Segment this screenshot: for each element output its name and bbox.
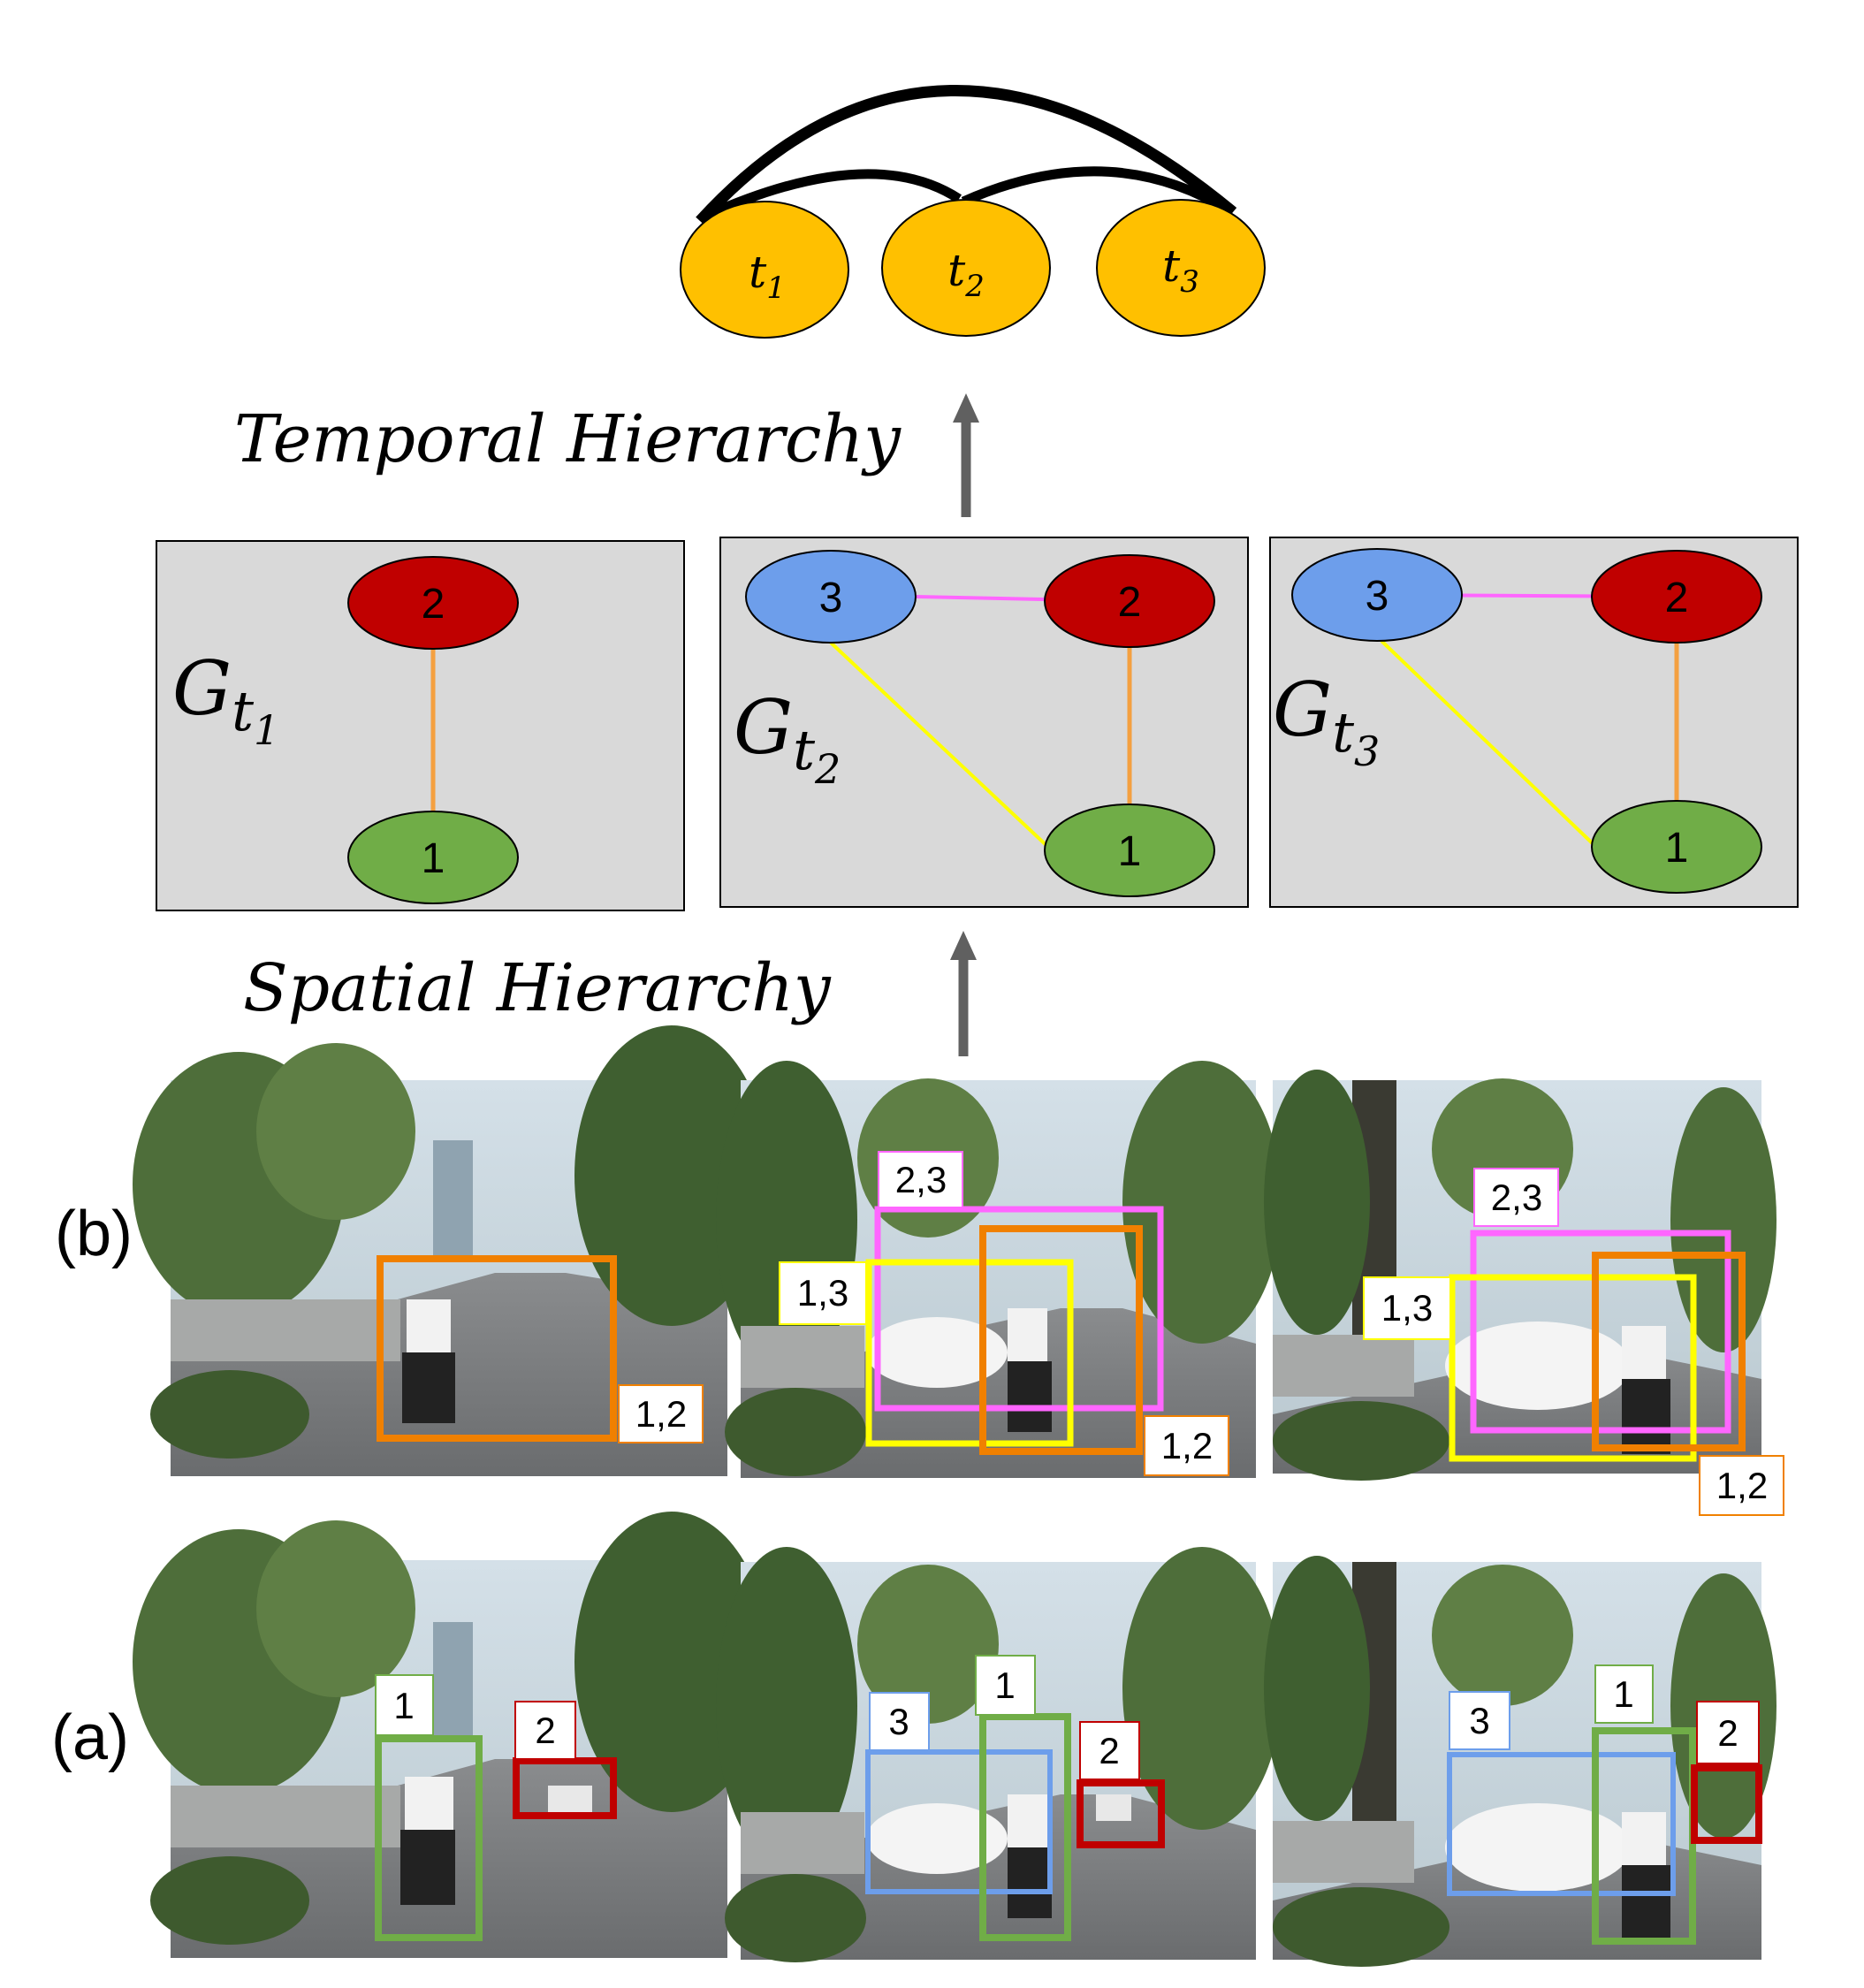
box-2 [1077, 1779, 1165, 1848]
temporal-arc-t1-t2 [702, 169, 962, 222]
frame-a1: 1 2 [133, 1512, 769, 1958]
frame-a2: 3 1 2 [716, 1547, 1282, 1962]
graph-label: Gt2 [734, 684, 841, 793]
svg-text:3: 3 [1469, 1700, 1489, 1741]
box-1 [979, 1713, 1071, 1941]
svg-text:3: 3 [888, 1701, 909, 1742]
graph-node-1: 1 [1591, 800, 1762, 894]
box-2 [1691, 1764, 1762, 1844]
box-1-3 [1449, 1274, 1697, 1462]
tag-1-2: 1,2 [1699, 1455, 1784, 1516]
frame-b3: 2,3 1,3 1,2 [1264, 1070, 1784, 1516]
temporal-node-t1: t1 [680, 201, 849, 339]
tag-1-2: 1,2 [1144, 1415, 1229, 1476]
graph-node-1: 1 [1044, 804, 1215, 897]
graph-node-2: 2 [347, 556, 519, 650]
frame-a3: 3 1 2 [1264, 1556, 1777, 1967]
svg-text:1: 1 [422, 835, 445, 882]
tag-2-3: 2,3 [878, 1151, 963, 1208]
frame-b1: 1,2 [133, 1025, 769, 1476]
temporal-arc-t1-t3 [696, 85, 1237, 225]
temporal-hierarchy-label: Temporal Hierarchy [234, 401, 902, 477]
svg-text:2,3: 2,3 [1491, 1177, 1542, 1218]
temporal-arc-t2-t3 [961, 166, 1231, 215]
row-label-a: (a) [51, 1702, 129, 1773]
svg-text:2,3: 2,3 [895, 1159, 947, 1200]
graph-label: Gt3 [1273, 666, 1380, 775]
box-2-3 [874, 1206, 1164, 1412]
street-photo [133, 1512, 769, 1958]
tag-3: 3 [869, 1692, 930, 1751]
svg-text:2: 2 [1099, 1730, 1119, 1771]
svg-text:1,2: 1,2 [1161, 1425, 1213, 1466]
svg-text:3: 3 [819, 575, 843, 621]
tag-1-3: 1,3 [1363, 1276, 1451, 1340]
svg-text:3: 3 [1366, 573, 1389, 620]
graph-node-2: 2 [1044, 554, 1215, 648]
graph-panel-t3: 3 2 1 Gt3 [1269, 537, 1799, 908]
svg-text:2: 2 [422, 581, 445, 628]
tag-2: 2 [514, 1701, 576, 1760]
spatial-hierarchy-label: Spatial Hierarchy [243, 950, 832, 1026]
svg-text:t2: t2 [947, 245, 985, 304]
tag-2: 2 [1079, 1721, 1140, 1780]
box-1-2 [1592, 1252, 1746, 1451]
graph-label: Gt1 [172, 645, 279, 754]
tag-3: 3 [1449, 1691, 1510, 1750]
svg-text:2: 2 [1118, 579, 1142, 626]
box-3 [865, 1749, 1053, 1894]
row-label-b: (b) [55, 1199, 133, 1269]
tag-1: 1 [375, 1674, 434, 1736]
spatial-arrow [950, 931, 977, 1056]
temporal-arrow [953, 393, 979, 517]
graph-panel-t1: 2 1 Gt1 [156, 540, 685, 911]
tag-1-3: 1,3 [779, 1261, 867, 1325]
graph-panel-t2: 3 2 1 Gt2 [719, 537, 1249, 908]
graph-node-1: 1 [347, 811, 519, 904]
box-2-3 [1470, 1230, 1731, 1434]
tag-1: 1 [1594, 1664, 1654, 1724]
svg-text:1,2: 1,2 [1716, 1465, 1768, 1506]
box-1-2 [377, 1255, 617, 1442]
box-1-2 [979, 1225, 1143, 1455]
svg-text:1: 1 [994, 1664, 1015, 1706]
svg-text:1,3: 1,3 [1381, 1287, 1433, 1329]
tag-2: 2 [1696, 1701, 1760, 1764]
temporal-node-t2: t2 [881, 199, 1051, 337]
svg-text:2: 2 [535, 1710, 555, 1751]
svg-text:1: 1 [1118, 828, 1142, 875]
box-1 [375, 1735, 483, 1941]
graph-node-2: 2 [1591, 550, 1762, 644]
frame-b2: 2,3 1,3 1,2 [716, 1061, 1282, 1478]
svg-text:2: 2 [1717, 1712, 1738, 1754]
tag-1: 1 [975, 1655, 1036, 1716]
svg-text:1,3: 1,3 [797, 1272, 848, 1314]
svg-text:t3: t3 [1162, 240, 1199, 300]
street-photo [716, 1547, 1282, 1962]
temporal-node-t3: t3 [1096, 199, 1266, 337]
svg-text:1,2: 1,2 [635, 1393, 687, 1435]
box-2 [513, 1757, 617, 1819]
svg-text:2: 2 [1665, 575, 1689, 621]
graph-node-3: 3 [1291, 548, 1463, 642]
graph-node-3: 3 [745, 550, 917, 644]
tag-2-3: 2,3 [1473, 1168, 1559, 1227]
tag-1-2: 1,2 [618, 1384, 704, 1443]
temporal-graph: t1 t2 t3 [680, 85, 1266, 339]
box-3 [1447, 1752, 1676, 1896]
svg-text:1: 1 [393, 1685, 414, 1726]
svg-text:1: 1 [1613, 1673, 1633, 1715]
box-1-3 [865, 1259, 1074, 1447]
svg-text:t1: t1 [749, 247, 786, 306]
svg-text:1: 1 [1665, 825, 1689, 872]
